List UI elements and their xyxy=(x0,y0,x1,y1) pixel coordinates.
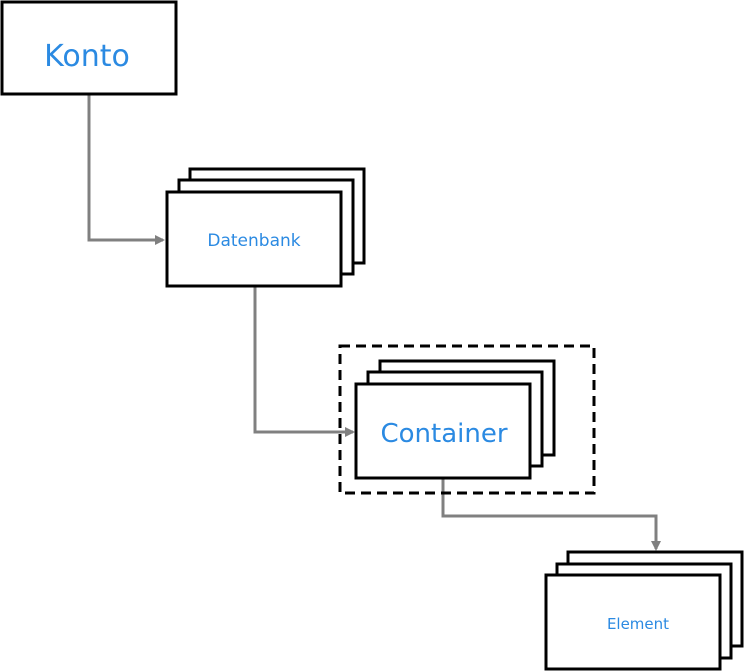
container-label: Container xyxy=(380,419,507,449)
node-konto: Konto xyxy=(0,0,178,96)
node-datenbank: Datenbank xyxy=(165,167,366,288)
connectors xyxy=(87,95,661,551)
connector-datenbank-container xyxy=(253,287,355,437)
node-element: Element xyxy=(544,550,744,671)
connector-konto-datenbank xyxy=(87,95,165,245)
konto-label: Konto xyxy=(44,39,130,74)
container-box xyxy=(354,382,532,480)
element-label: Element xyxy=(607,615,669,633)
konto-box xyxy=(0,0,178,96)
container-selection-frame xyxy=(338,344,596,495)
node-container: Container xyxy=(354,359,556,480)
connector-container-element xyxy=(441,478,661,551)
datenbank-label: Datenbank xyxy=(207,231,300,251)
datenbank-box xyxy=(165,190,343,288)
element-box xyxy=(544,573,722,671)
